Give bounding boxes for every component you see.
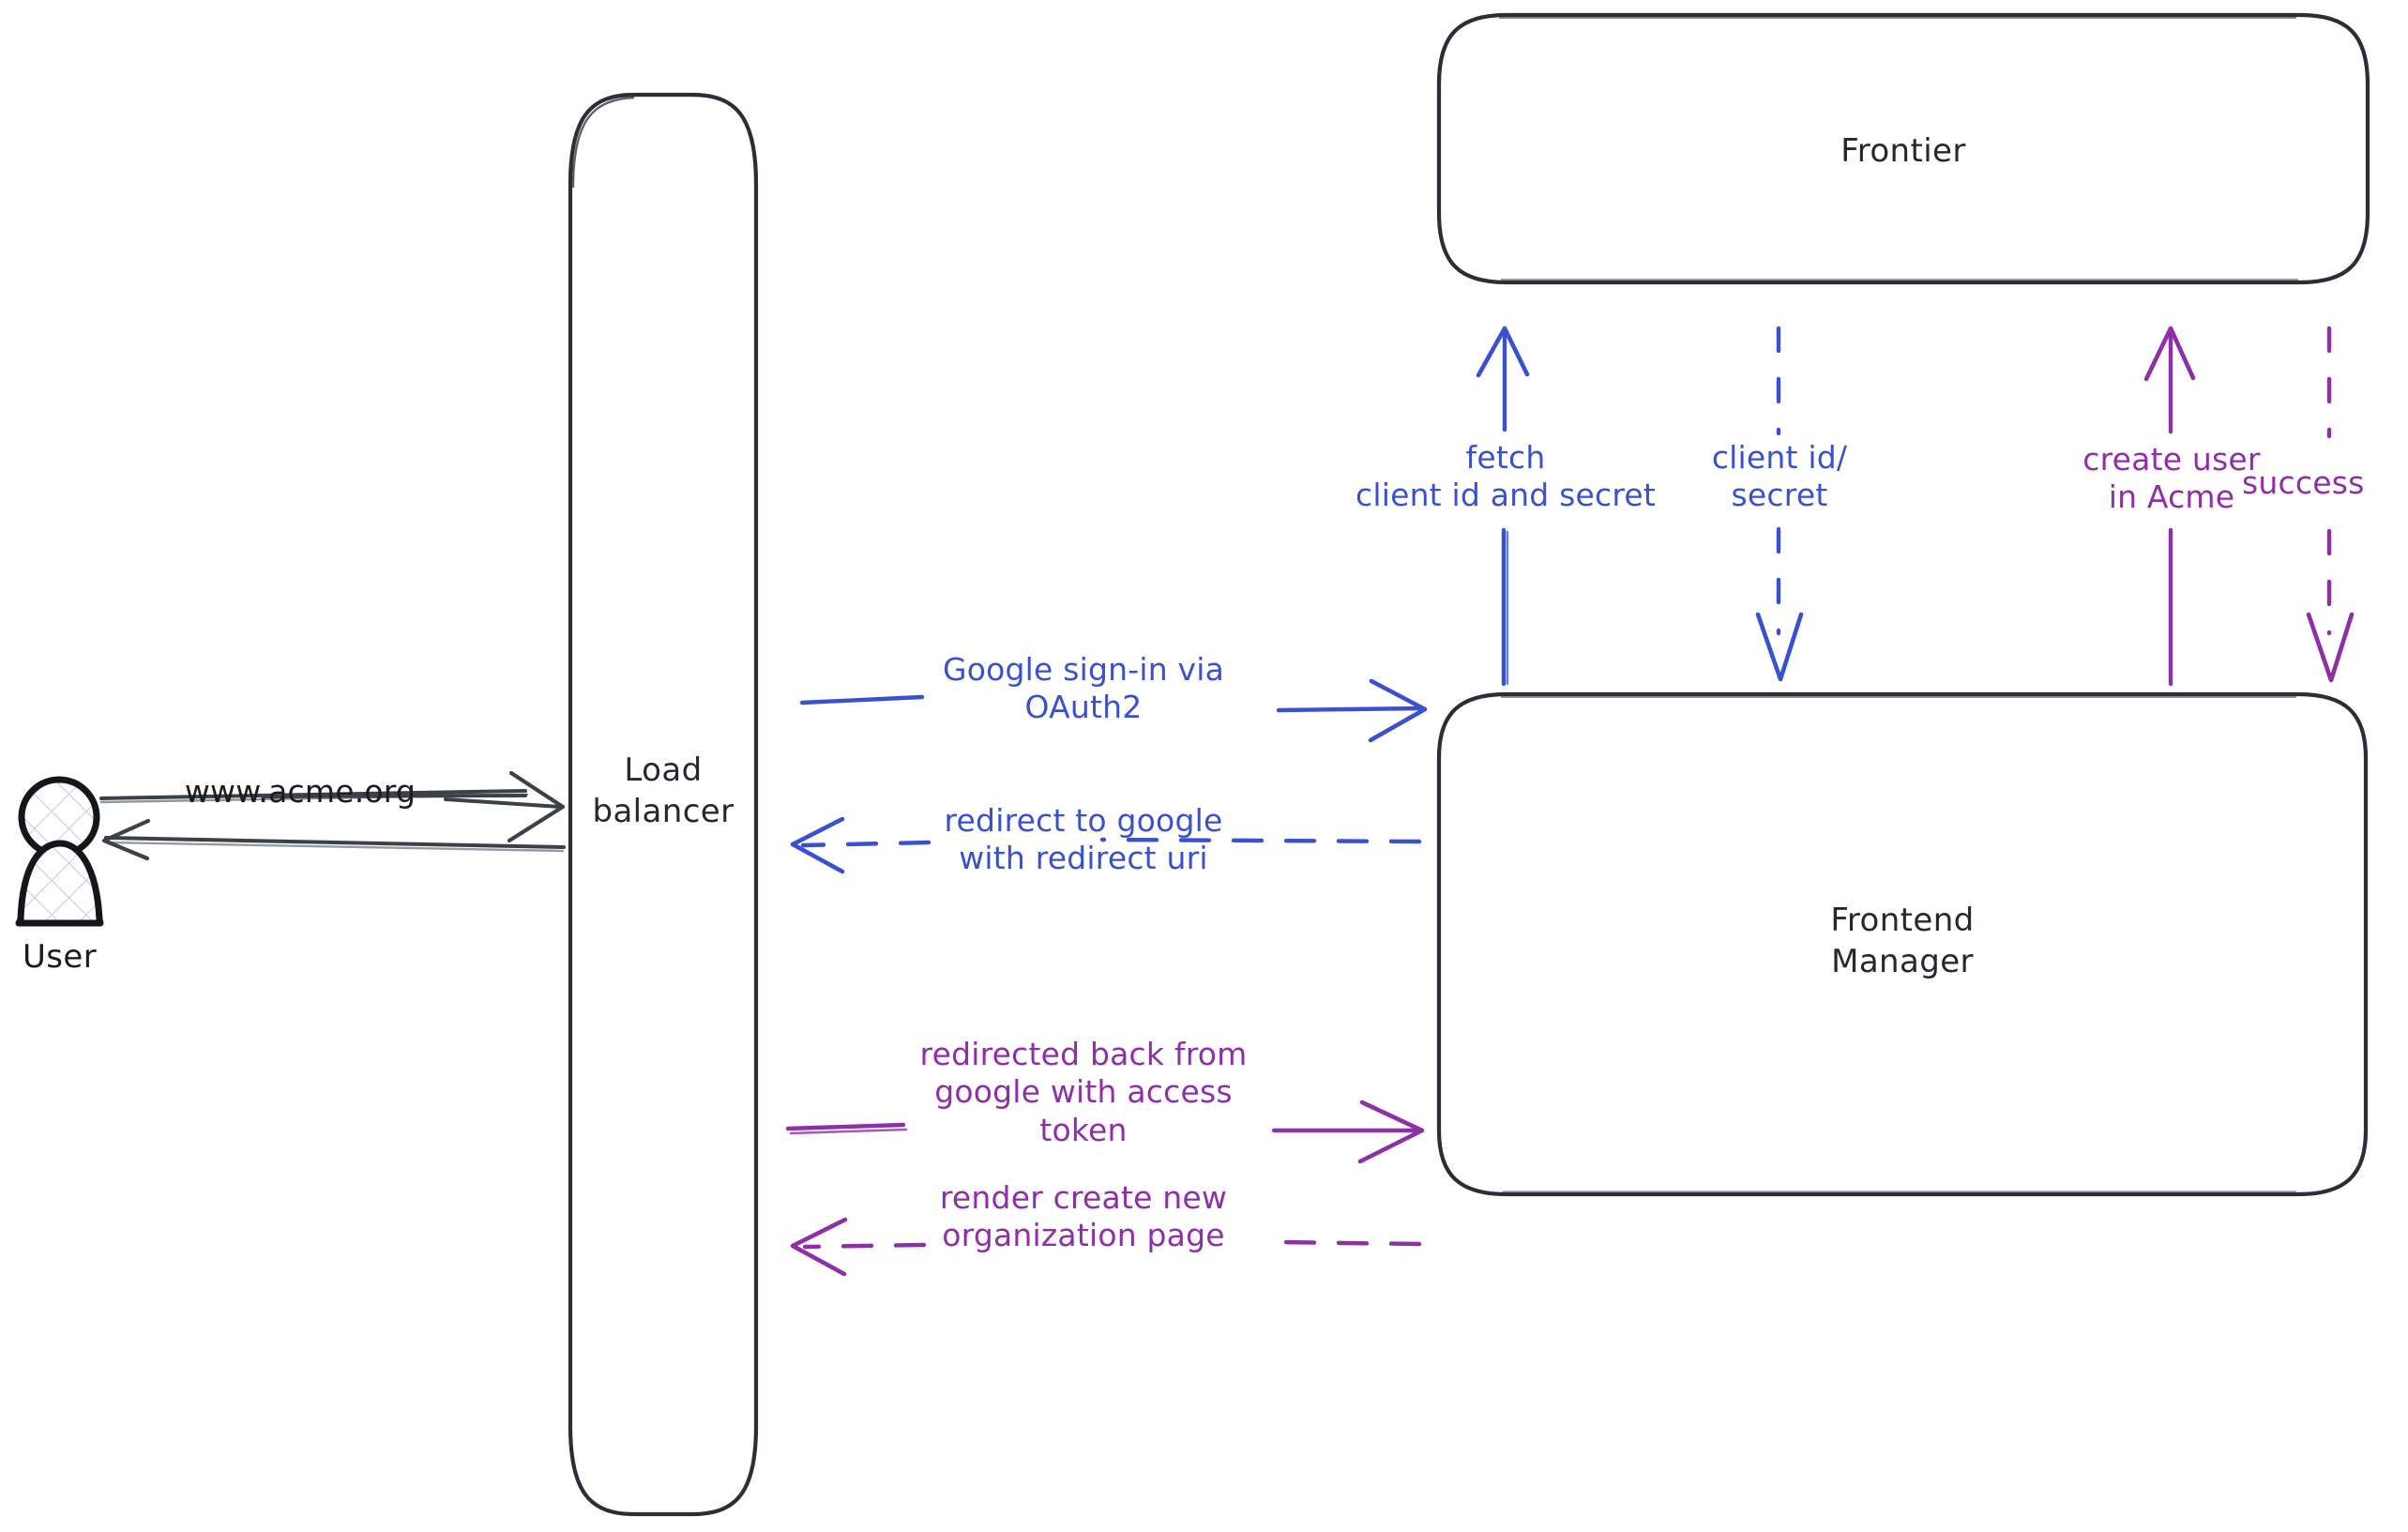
- edge-user-to-lb: [99, 770, 566, 843]
- edge-label-redirect-to-google: redirect to google with redirect uri: [944, 802, 1223, 877]
- edge-label-success: success: [2242, 464, 2365, 501]
- edge-label-google-signin: Google sign-in via OAuth2: [942, 651, 1225, 726]
- edge-create-user-acme: [2143, 326, 2196, 687]
- edge-success: [2306, 326, 2355, 683]
- edge-label-render-create-org: render create new organization page: [939, 1179, 1228, 1254]
- edge-fetch-client-id: [1476, 326, 1530, 687]
- edge-label-redirected-back-token: redirected back from google with access …: [919, 1036, 1248, 1148]
- edge-client-id-secret: [1755, 326, 1804, 682]
- edge-label-create-user-acme: create user in Acme: [2082, 441, 2261, 516]
- frontier-box[interactable]: [1436, 12, 2370, 285]
- frontend-manager-box[interactable]: [1436, 691, 2369, 1197]
- edge-render-create-org: [790, 1217, 1422, 1277]
- edge-label-fetch-client-id: fetch client id and secret: [1355, 439, 1657, 514]
- load-balancer-box[interactable]: [568, 92, 759, 1517]
- edge-redirect-to-google: [790, 816, 1422, 874]
- edge-label-client-id-secret: client id/ secret: [1711, 439, 1848, 514]
- user-actor-icon: [15, 776, 104, 927]
- edge-google-signin: [799, 678, 1428, 743]
- user-actor-label: User: [23, 938, 98, 976]
- edge-lb-to-user: [101, 818, 566, 861]
- edge-redirected-back-token: [785, 1100, 1425, 1164]
- edge-label-user-to-lb: www.acme.org: [184, 773, 416, 810]
